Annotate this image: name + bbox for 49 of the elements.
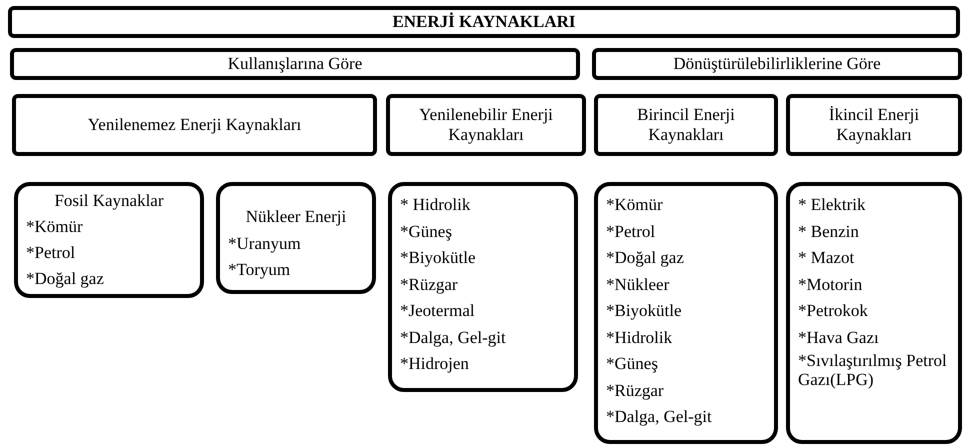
- list-item: *Hidrolik: [606, 326, 674, 348]
- list-item: *Dalga, Gel-git: [606, 406, 713, 428]
- list-item: * Benzin: [798, 220, 860, 242]
- box-heading: Yenilenemez Enerji Kaynakları: [86, 115, 302, 135]
- list-item: *Doğal gaz: [26, 268, 105, 290]
- list-item: *Kömür: [606, 194, 664, 216]
- box-heading: Fosil Kaynaklar: [53, 190, 165, 212]
- list-box: [216, 182, 376, 294]
- list-box: [388, 182, 578, 392]
- list-item: *Doğal gaz: [606, 247, 685, 269]
- list-item: *Dalga, Gel-git: [400, 326, 507, 349]
- list-item: *Hava Gazı: [798, 326, 880, 348]
- list-item: *Uranyum: [228, 232, 302, 255]
- list-item: *Petrol: [26, 242, 76, 264]
- list-item: *Biyokütle: [400, 247, 477, 269]
- heading-box: [8, 6, 960, 38]
- category-box: [592, 48, 962, 80]
- list-box: [786, 182, 962, 444]
- list-item: *Petrokok: [798, 300, 869, 322]
- category-box: [12, 94, 377, 156]
- list-item: * Hidrolik: [400, 194, 472, 216]
- list-item: *Rüzgar: [606, 380, 665, 402]
- list-box: [14, 182, 204, 298]
- list-item: *Sıvılaştırılmış Petrol Gazı(LPG): [798, 351, 948, 389]
- category-box: [594, 94, 778, 156]
- box-heading: Birincil Enerji Kaynakları: [636, 105, 736, 145]
- list-item: *Güneş: [606, 353, 659, 375]
- category-box: [10, 48, 580, 80]
- box-heading: Kullanışlarına Göre: [226, 54, 364, 74]
- list-item: *Toryum: [228, 259, 292, 281]
- category-box: [386, 94, 586, 156]
- list-item: *Güneş: [400, 220, 453, 243]
- list-item: *Biyokütle: [606, 300, 683, 322]
- list-item: * Mazot: [798, 247, 856, 269]
- list-item: *Nükleer: [606, 274, 670, 296]
- list-item: *Kömür: [26, 216, 84, 238]
- category-box: [786, 94, 962, 156]
- list-item: *Hidrojen: [400, 353, 470, 375]
- box-heading: Nükleer Enerji: [244, 206, 348, 228]
- box-heading: İkincil Enerji Kaynakları: [828, 105, 920, 145]
- list-box: [594, 182, 778, 444]
- box-heading: Yenilenebilir Enerji Kaynakları: [418, 105, 554, 145]
- list-item: *Rüzgar: [400, 274, 459, 296]
- box-heading: Dönüştürülebilirliklerine Göre: [672, 54, 882, 74]
- list-item: * Elektrik: [798, 194, 867, 216]
- list-item: *Petrol: [606, 220, 656, 242]
- list-item: *Motorin: [798, 274, 864, 296]
- box-heading: ENERJİ KAYNAKLARI: [391, 12, 577, 32]
- list-item: *Jeotermal: [400, 300, 476, 322]
